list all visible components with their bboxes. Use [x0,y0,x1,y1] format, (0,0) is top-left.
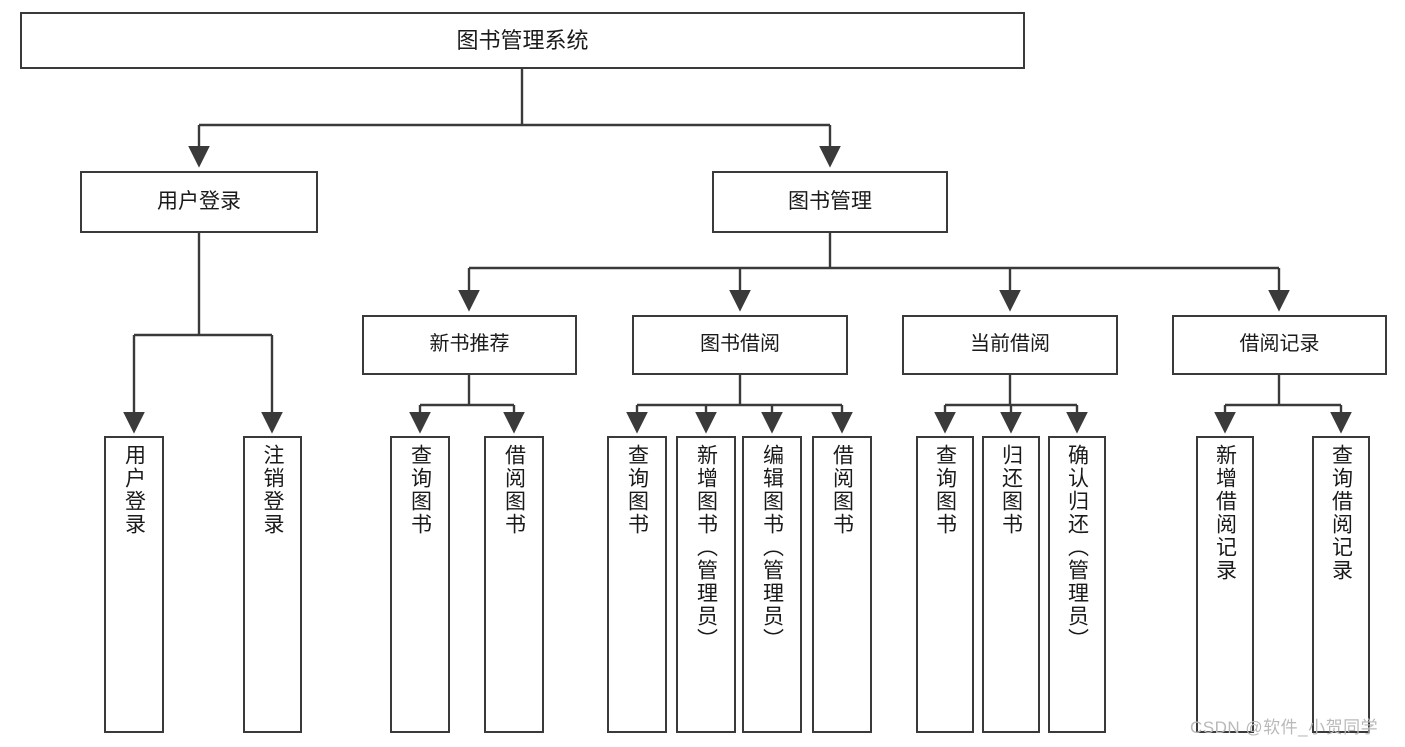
leaf-user-login[interactable]: 用户登录 [104,436,164,733]
node-label: 用户登录 [157,189,241,213]
leaf-add-book-admin[interactable]: 新增图书（管理员） [676,436,736,733]
node-book-management[interactable]: 图书管理 [712,171,948,233]
node-label: 查询图书 [933,444,957,536]
node-label: 查询图书 [625,444,649,536]
node-borrow-record[interactable]: 借阅记录 [1172,315,1387,375]
node-label: 编辑图书（管理员） [760,444,784,651]
leaf-edit-book-admin[interactable]: 编辑图书（管理员） [742,436,802,733]
node-label: 新增借阅记录 [1213,444,1237,582]
leaf-confirm-return-admin[interactable]: 确认归还（管理员） [1048,436,1106,733]
node-root[interactable]: 图书管理系统 [20,12,1025,69]
node-label: 当前借阅 [970,333,1050,356]
leaf-add-borrow-record[interactable]: 新增借阅记录 [1196,436,1254,733]
node-label: 新增图书（管理员） [694,444,718,651]
leaf-query-book-recommend[interactable]: 查询图书 [390,436,450,733]
leaf-query-book-borrow[interactable]: 查询图书 [607,436,667,733]
node-label: 图书管理系统 [456,27,589,53]
node-current-borrow[interactable]: 当前借阅 [902,315,1118,375]
node-label: 图书借阅 [700,333,780,356]
node-new-book-recommend[interactable]: 新书推荐 [362,315,577,375]
node-label: 查询借阅记录 [1329,444,1353,582]
leaf-query-book-current[interactable]: 查询图书 [916,436,974,733]
node-label: 用户登录 [122,444,146,536]
node-label: 借阅记录 [1239,333,1320,356]
leaf-query-borrow-record[interactable]: 查询借阅记录 [1312,436,1370,733]
node-label: 借阅图书 [502,444,526,536]
leaf-borrow-book[interactable]: 借阅图书 [812,436,872,733]
leaf-logout[interactable]: 注销登录 [243,436,302,733]
node-label: 归还图书 [999,444,1023,536]
node-label: 图书管理 [788,189,872,213]
leaf-return-book[interactable]: 归还图书 [982,436,1040,733]
node-label: 确认归还（管理员） [1065,444,1089,651]
node-user-login[interactable]: 用户登录 [80,171,318,233]
leaf-borrow-book-recommend[interactable]: 借阅图书 [484,436,544,733]
node-label: 注销登录 [261,444,284,536]
node-label: 新书推荐 [429,333,510,356]
node-label: 借阅图书 [830,444,854,536]
csdn-watermark: CSDN @软件_小贺同学 [1190,718,1379,737]
node-book-borrow[interactable]: 图书借阅 [632,315,848,375]
node-label: 查询图书 [408,444,432,536]
